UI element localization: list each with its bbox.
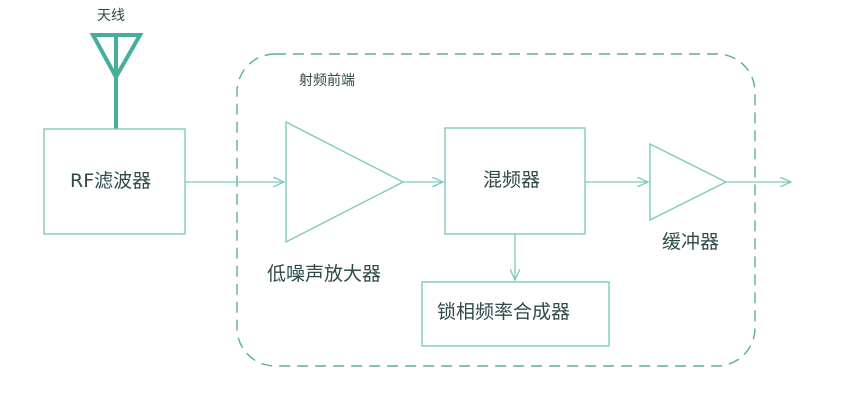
rf-front-end-boundary — [236, 53, 756, 367]
rf-front-end-label: 射频前端 — [299, 73, 355, 89]
buffer-triangle — [649, 142, 728, 222]
mixer-label: 混频器 — [483, 169, 541, 191]
lna-label: 低噪声放大器 — [267, 263, 382, 285]
pll-synthesizer-block — [421, 281, 610, 347]
antenna-icon — [89, 33, 144, 130]
buffer-label: 缓冲器 — [662, 231, 720, 253]
lna-triangle — [285, 120, 405, 244]
rf-filter-label: RF滤波器 — [70, 170, 152, 192]
mixer-block — [444, 127, 586, 235]
pll-synthesizer-label: 锁相频率合成器 — [437, 301, 571, 323]
rf-filter-block — [43, 128, 186, 235]
antenna-label: 天线 — [97, 8, 125, 24]
